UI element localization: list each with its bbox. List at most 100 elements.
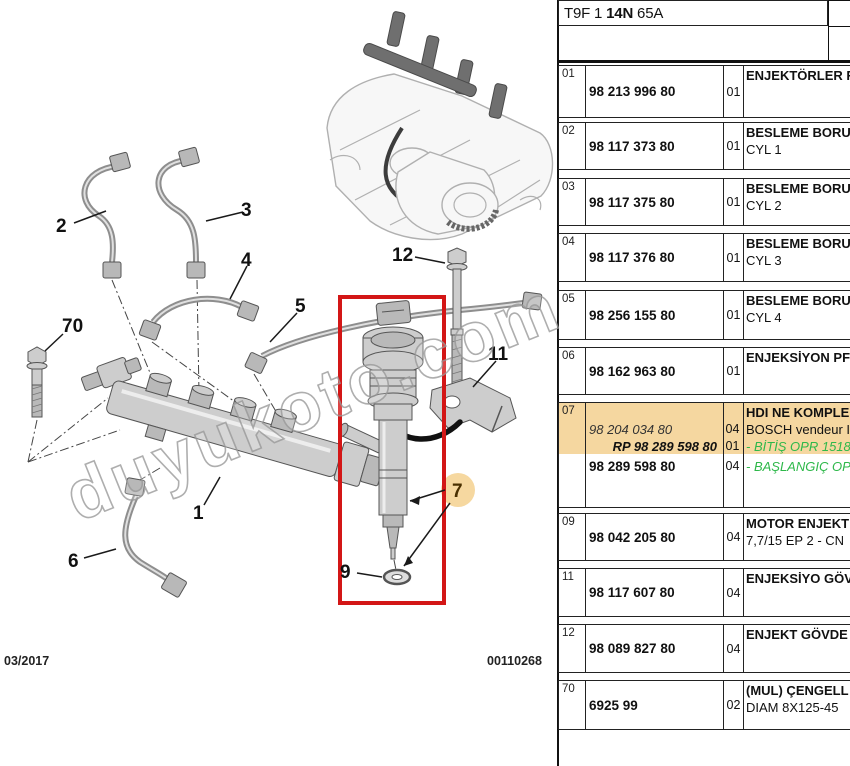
callout-1: 1 xyxy=(193,503,204,524)
bolt-12 xyxy=(446,247,468,422)
callout-7-badge xyxy=(441,473,475,507)
table-row[interactable]: 04 98 117 376 80 01 BESLEME BORU CYL 3 xyxy=(558,233,850,282)
pipe-2 xyxy=(81,151,156,386)
callout-12: 12 xyxy=(392,245,413,266)
description: MOTOR ENJEKT 7,7/15 EP 2 - CN xyxy=(746,516,850,549)
page-code-bold: 14N xyxy=(606,5,634,22)
injector-inlet-stub xyxy=(338,422,385,454)
quantity: 01 xyxy=(723,179,744,225)
table-row[interactable]: 12 98 089 827 80 04 ENJEKT GÖVDE xyxy=(558,624,850,673)
table-row[interactable]: 02 98 117 373 80 01 BESLEME BORU CYL 1 xyxy=(558,122,850,170)
description: BESLEME BORU CYL 1 xyxy=(746,125,850,158)
part-number-replacement: RP 98 289 598 80 xyxy=(612,439,717,454)
high-pressure-pump-sketch xyxy=(389,147,499,235)
table-row[interactable]: 09 98 042 205 80 04 MOTOR ENJEKT 7,7/15 … xyxy=(558,513,850,561)
injector-clamp xyxy=(383,377,517,442)
page-code-prefix: T9F 1 xyxy=(564,5,607,22)
part-number: 98 213 996 80 xyxy=(589,84,676,99)
description: BESLEME BORU CYL 2 xyxy=(746,181,850,214)
callout-11: 11 xyxy=(488,344,509,365)
description-line1: (MUL) ÇENGELL xyxy=(746,683,849,698)
description: BESLEME BORU CYL 3 xyxy=(746,236,850,269)
description-line1: BESLEME BORU xyxy=(746,293,850,308)
description: ENJEKT GÖVDE xyxy=(746,627,850,644)
description: ENJEKSİYO GÖV xyxy=(746,571,850,588)
callout-5: 5 xyxy=(295,296,306,317)
header-mid-line xyxy=(828,26,850,27)
part-number-old: 98 204 034 80 xyxy=(589,422,673,437)
quantity: 02 xyxy=(723,681,744,729)
description-line1: ENJEKTÖRLER R xyxy=(746,68,850,83)
washer-9 xyxy=(382,568,412,586)
row-highlight xyxy=(559,403,850,454)
description-line1: MOTOR ENJEKT xyxy=(746,516,850,531)
callout-4: 4 xyxy=(241,250,252,271)
part-number: 98 117 607 80 xyxy=(589,585,675,600)
callout-2: 2 xyxy=(56,216,67,237)
description-line2: 7,7/15 EP 2 - CN xyxy=(746,532,845,548)
quantity: 04 xyxy=(723,514,744,560)
row-number: 11 xyxy=(559,569,586,616)
part-number: 98 162 963 80 xyxy=(589,363,676,379)
revision-date: 03/2017 xyxy=(4,654,50,668)
row-number: 70 xyxy=(559,681,586,729)
callout-9: 9 xyxy=(340,562,351,583)
rail-pressure-sensor xyxy=(80,357,142,391)
part-number: 98 256 155 80 xyxy=(589,307,676,323)
description: (MUL) ÇENGELL DIAM 8X125-45 xyxy=(746,683,850,716)
description-line1: BESLEME BORU xyxy=(746,125,850,140)
description-line2: CYL 3 xyxy=(746,252,782,268)
description: ENJEKSİYON PF xyxy=(746,350,850,367)
row-number: 07 xyxy=(559,403,586,507)
description-line1: ENJEKSİYO GÖV xyxy=(746,571,850,586)
bolt-70 xyxy=(26,346,121,463)
callout-70: 70 xyxy=(62,316,83,337)
quantity: 01 xyxy=(723,234,744,281)
header-top-line xyxy=(828,0,850,1)
watermark-text: duyukoto.com xyxy=(54,266,571,535)
table-row[interactable]: 06 98 162 963 80 01 ENJEKSİYON PF xyxy=(558,347,850,395)
document-number: 00110268 xyxy=(487,654,542,668)
table-row[interactable]: 70 6925 99 02 (MUL) ÇENGELL DIAM 8X125-4… xyxy=(558,680,850,730)
description: ENJEKTÖRLER R xyxy=(746,68,850,85)
header-thick-line xyxy=(557,60,850,63)
red-highlight-box xyxy=(338,295,446,605)
description-line1: ENJEKT GÖVDE xyxy=(746,627,848,642)
quantity: 04 xyxy=(723,569,744,616)
description-line1: BESLEME BORU xyxy=(746,236,850,251)
quantity: 01 xyxy=(723,291,744,339)
injector xyxy=(338,300,424,571)
table-row[interactable]: 01 98 213 996 80 01 ENJEKTÖRLER R xyxy=(558,65,850,118)
callout-3: 3 xyxy=(241,200,252,221)
engine-head-sketch xyxy=(326,11,554,241)
callout-labels: 1 2 3 4 5 6 7 9 11 12 70 xyxy=(56,200,509,583)
page-code-box: T9F 1 14N 65A xyxy=(558,0,828,26)
row-number: 05 xyxy=(559,291,586,339)
description-line2: CYL 1 xyxy=(746,141,782,157)
description-note-end: - BİTİŞ OPR 1518 xyxy=(746,439,850,454)
row-number: 03 xyxy=(559,179,586,225)
row-number: 04 xyxy=(559,234,586,281)
part-number: 98 117 373 80 xyxy=(589,138,675,154)
table-row-highlighted[interactable]: 07 98 204 034 80 RP 98 289 598 80 98 289… xyxy=(558,402,850,508)
description-line2: BOSCH vendeur I xyxy=(746,422,850,437)
row-number: 01 xyxy=(559,66,586,117)
description-line2: CYL 4 xyxy=(746,309,782,325)
part-number: 98 089 827 80 xyxy=(589,641,676,656)
quantity: 01 xyxy=(723,123,744,169)
fuel-rail xyxy=(80,357,386,487)
quantity: 01 xyxy=(725,439,740,453)
pipe-5 xyxy=(244,291,543,421)
table-row[interactable]: 11 98 117 607 80 04 ENJEKSİYO GÖV xyxy=(558,568,850,617)
part-number: 98 042 205 80 xyxy=(589,529,676,545)
table-row[interactable]: 05 98 256 155 80 01 BESLEME BORU CYL 4 xyxy=(558,290,850,340)
table-row[interactable]: 03 98 117 375 80 01 BESLEME BORU CYL 2 xyxy=(558,178,850,226)
description-line1: HDI NE KOMPLE xyxy=(746,405,850,420)
quantity: 01 xyxy=(723,66,744,117)
rotation-arrow xyxy=(383,417,463,442)
quantity-column xyxy=(723,403,744,507)
quantity: 04 xyxy=(725,459,740,473)
row-number: 09 xyxy=(559,514,586,560)
description-note-start: - BAŞLANGIÇ OP xyxy=(746,459,850,474)
